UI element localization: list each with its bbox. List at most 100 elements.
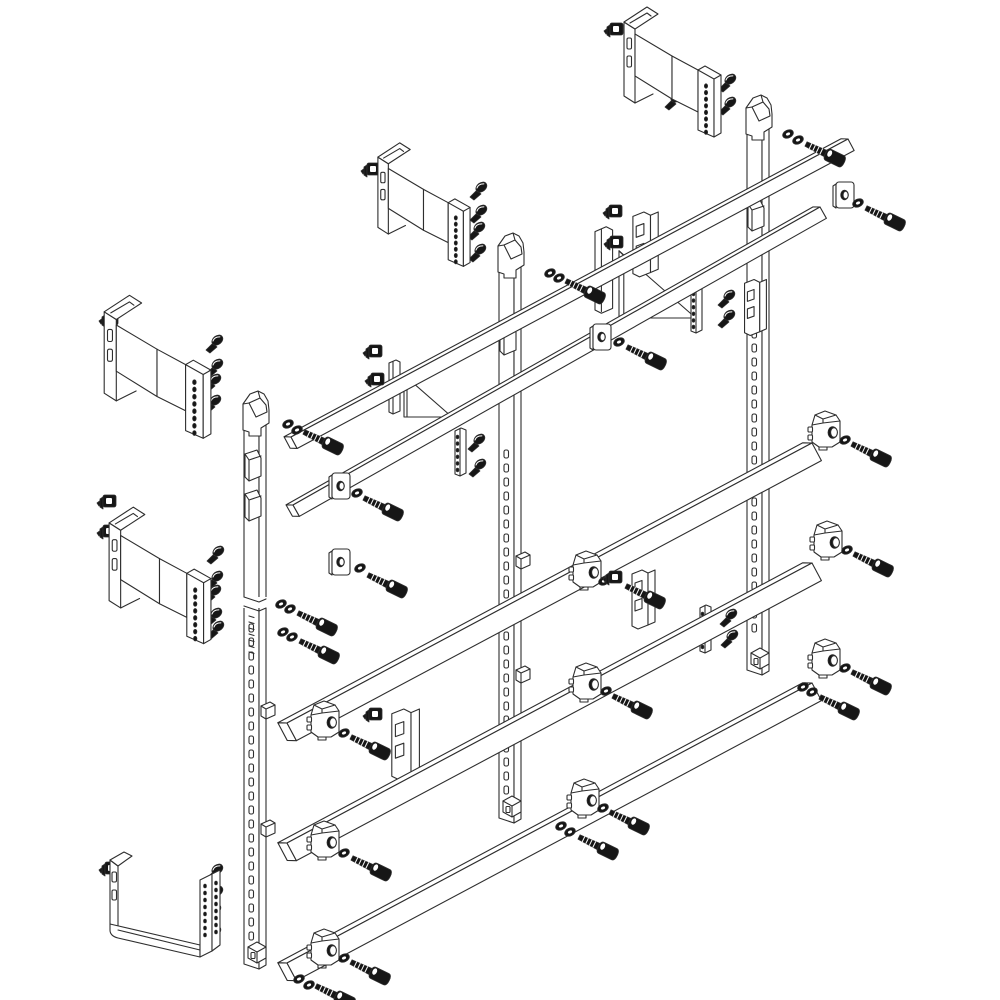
- sheet-metal-screw: [469, 179, 490, 201]
- sheet-metal-screw: [205, 332, 226, 354]
- rail-slot: [752, 568, 757, 576]
- rail-embossed-marking: [249, 640, 254, 642]
- hex-socket-bolt: [850, 547, 896, 579]
- washer: [790, 133, 806, 147]
- rail-slot: [504, 576, 509, 584]
- rail-embossed-marking: [249, 628, 254, 630]
- rail-embossed-marking: [249, 634, 254, 636]
- rail-slot: [504, 674, 509, 682]
- rail-slot: [504, 562, 509, 570]
- sheet-metal-screw: [717, 307, 738, 329]
- rail-slot: [504, 548, 509, 556]
- rail-slot: [504, 478, 509, 486]
- wall-bracket-bottom-left: [109, 851, 221, 958]
- hex-socket-bolt: [816, 690, 862, 722]
- wall-bracket-top-right: [623, 6, 722, 138]
- rail-slot: [504, 632, 509, 640]
- rail-slot: [249, 750, 254, 758]
- hex-socket-bolt: [364, 568, 410, 600]
- rail-split-edge: [244, 597, 266, 602]
- hex-socket-bolt: [606, 805, 652, 837]
- rail-slot: [504, 646, 509, 654]
- busbar-support-rail-1: [278, 439, 822, 744]
- rail-slot: [752, 540, 757, 548]
- top-hat-rail-2: [286, 204, 826, 519]
- slide-nut: [364, 372, 385, 388]
- wall-bracket-left-middle: [108, 506, 212, 645]
- bar-front-face: [291, 139, 854, 448]
- rail-slot: [752, 386, 757, 394]
- rail-slot: [249, 848, 254, 856]
- rail-bump: [244, 449, 262, 482]
- rail-split-gap: [242, 597, 268, 608]
- slide-nut: [362, 707, 383, 723]
- sheet-metal-screw: [206, 543, 227, 565]
- rail-slot: [249, 680, 254, 688]
- hex-socket-bolt: [862, 201, 908, 233]
- rail-embossed-marking: [249, 652, 254, 654]
- vertical-rail-left: [242, 390, 276, 969]
- threaded-block: [589, 323, 612, 351]
- rail-slot: [752, 414, 757, 422]
- rail-slot: [249, 918, 254, 926]
- hex-socket-bolt: [848, 437, 894, 469]
- rail-slot: [752, 358, 757, 366]
- rail-slot: [504, 492, 509, 500]
- rail-split-edge: [244, 606, 266, 611]
- rail-slot: [752, 554, 757, 562]
- hex-socket-bolt: [609, 689, 655, 721]
- slide-nut: [603, 22, 624, 38]
- rail-embossed-marking: [249, 622, 254, 624]
- busbar-clamp: [807, 638, 841, 679]
- rail-slot: [249, 820, 254, 828]
- slide-nut: [360, 162, 381, 178]
- threaded-block: [328, 548, 351, 576]
- rail-slot: [504, 772, 509, 780]
- rail-slot: [752, 442, 757, 450]
- rail-slot: [249, 638, 254, 646]
- rail-slot: [504, 506, 509, 514]
- bar-front-face: [287, 683, 821, 981]
- rail-slot: [504, 450, 509, 458]
- busbar-support-rail-2: [278, 559, 822, 864]
- rail-slot: [249, 890, 254, 898]
- rail-slot: [504, 702, 509, 710]
- top-hat-rail-1: [284, 136, 854, 451]
- rail-slot: [249, 736, 254, 744]
- rail-slot: [752, 624, 757, 632]
- hex-socket-bolt: [347, 730, 393, 762]
- rail-slot: [249, 666, 254, 674]
- rail-foot: [750, 647, 770, 670]
- hex-socket-bolt: [296, 634, 342, 666]
- rail-foot: [502, 795, 522, 818]
- rail-slot: [504, 590, 509, 598]
- blocks-layer: [306, 181, 855, 969]
- rail-slot: [249, 708, 254, 716]
- perforated-strip: [454, 427, 467, 477]
- rail-mount-tab: [515, 665, 531, 684]
- rail-slot: [249, 932, 254, 940]
- rail-slot: [504, 786, 509, 794]
- rail-slot: [249, 876, 254, 884]
- rail-slot: [504, 660, 509, 668]
- rail-slot: [752, 372, 757, 380]
- rail-foot: [247, 941, 267, 964]
- rail-slot: [752, 456, 757, 464]
- threaded-block: [328, 472, 351, 500]
- slotted-bracket: [744, 278, 767, 337]
- bar-front-face: [293, 207, 826, 516]
- hex-socket-bolt: [312, 979, 358, 1000]
- wall-bracket-top-middle: [377, 142, 471, 267]
- wall-bracket-left-upper: [103, 294, 212, 439]
- busbar-clamp: [809, 520, 843, 561]
- sheet-metal-screw: [718, 94, 739, 116]
- rail-slot: [504, 520, 509, 528]
- rail-slot: [249, 904, 254, 912]
- sheet-metal-screw: [467, 431, 488, 453]
- rail-slot: [752, 344, 757, 352]
- rails-layer: [242, 94, 773, 969]
- rail-slot: [249, 834, 254, 842]
- rail-mount-tab: [515, 551, 531, 570]
- bar-front-face: [287, 563, 821, 861]
